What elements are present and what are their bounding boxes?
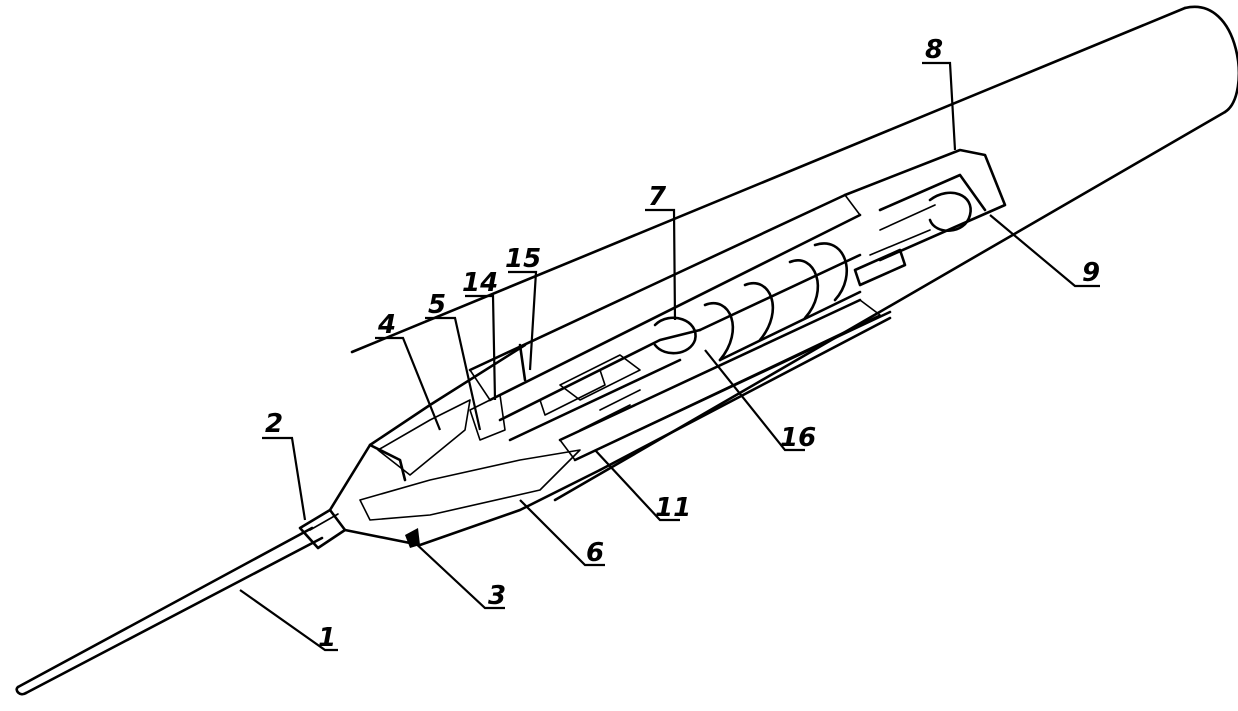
label-4: 4 [377,310,396,340]
label-6: 6 [586,538,604,568]
inner-rod [498,242,862,442]
needle-collar [298,508,347,550]
label-11: 11 [655,493,691,523]
label-8: 8 [925,35,943,65]
label-14: 14 [462,268,498,298]
upper-sleeve [468,193,862,402]
label-1: 1 [318,623,336,653]
leader-lines [239,61,1100,652]
label-2: 2 [265,409,283,439]
rear-cap [843,148,1007,287]
inner-details [469,369,641,441]
front-cone [328,343,602,548]
label-15: 15 [505,244,541,274]
label-3: 3 [488,581,506,611]
label-16: 16 [780,423,816,453]
label-9: 9 [1082,258,1100,288]
label-7: 7 [648,182,667,212]
needle [15,526,324,696]
label-5: 5 [428,290,446,320]
part-labels: 1 2 3 4 5 6 7 8 9 11 14 15 16 [265,35,1100,653]
